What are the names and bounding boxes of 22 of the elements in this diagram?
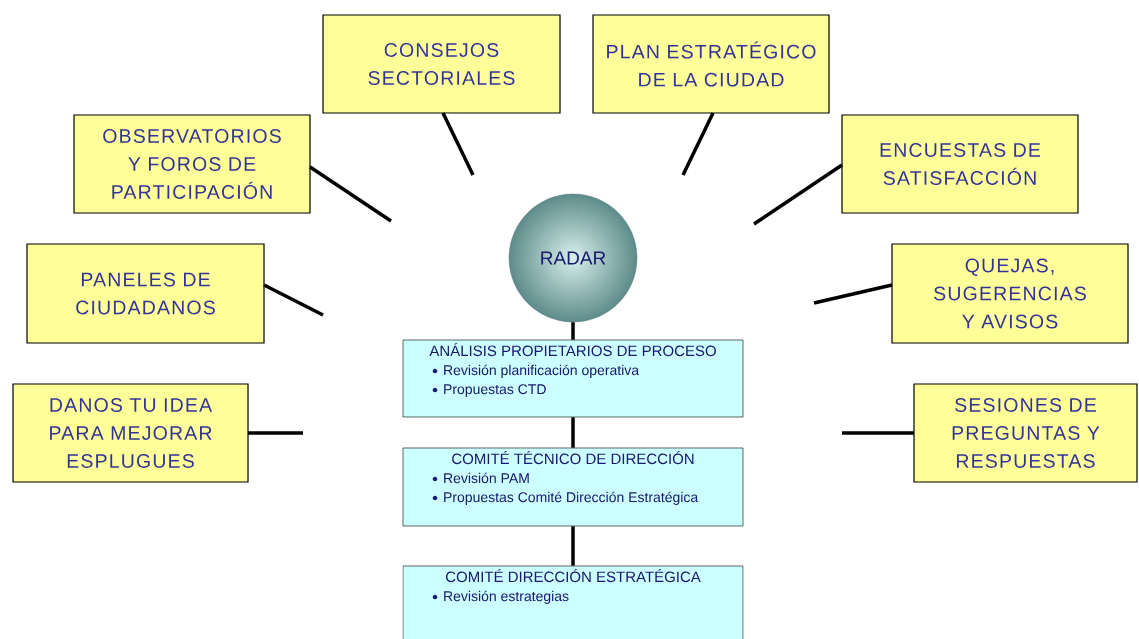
connector-line: [571, 417, 575, 448]
connector-line: [813, 283, 893, 305]
source-box: QUEJAS, SUGERENCIAS Y AVISOS: [891, 243, 1129, 344]
source-box: ENCUESTAS DE SATISFACCIÓN: [841, 114, 1079, 214]
source-box: OBSERVATORIOS Y FOROS DE PARTICIPACIÓN: [73, 114, 311, 214]
connector-line: [309, 165, 392, 223]
connector-line: [571, 526, 575, 566]
process-box: ANÁLISIS PROPIETARIOS DE PROCESO Revisión planificación operativa Propuestas CTD: [402, 339, 744, 418]
connector-line: [263, 283, 324, 317]
source-box: SESIONES DE PREGUNTAS Y RESPUESTAS: [913, 383, 1138, 483]
connector-line: [248, 431, 303, 435]
connector-line: [842, 431, 914, 435]
connector-line: [753, 163, 843, 226]
connector-line: [681, 112, 715, 176]
connector-line: [441, 112, 475, 176]
source-box: CONSEJOS SECTORIALES: [322, 14, 561, 114]
process-box: COMITÉ DIRECCIÓN ESTRATÉGICA Revisión estrategias: [402, 565, 744, 639]
process-box: COMITÉ TÉCNICO DE DIRECCIÓN Revisión PAM Propuestas Comité Dirección Estratégica: [402, 447, 744, 527]
source-box: PANELES DE CIUDADANOS: [26, 243, 265, 344]
source-box: DANOS TU IDEA PARA MEJORAR ESPLUGUES: [12, 383, 249, 483]
connector-line: [571, 322, 575, 340]
source-box: PLAN ESTRATÉGICO DE LA CIUDAD: [592, 14, 830, 114]
